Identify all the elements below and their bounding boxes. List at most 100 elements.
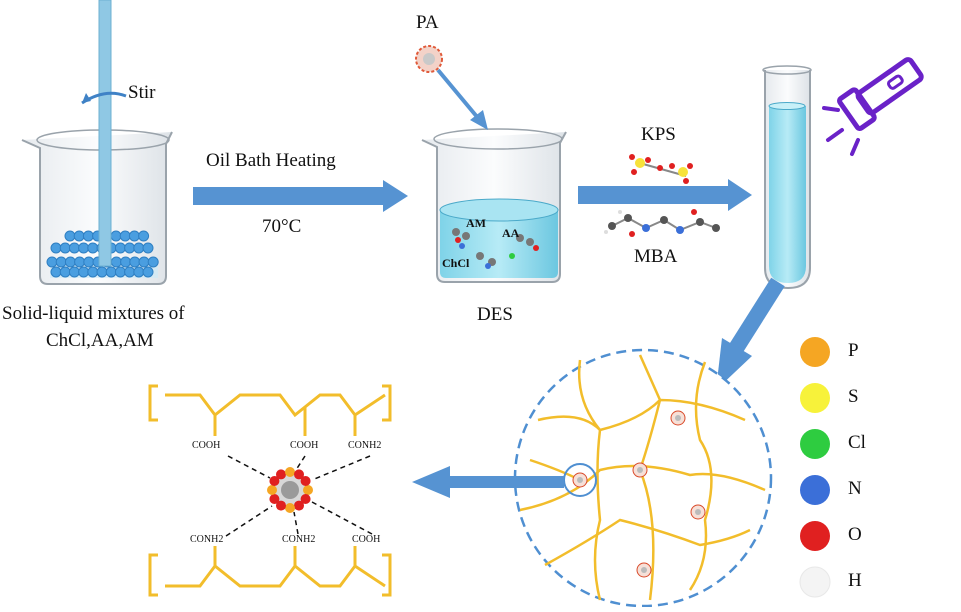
detail-arrow — [412, 466, 564, 498]
legend-marker-p — [800, 337, 830, 367]
particle — [74, 256, 86, 268]
particle — [87, 242, 99, 254]
legend-label-o: O — [848, 524, 862, 545]
particle — [133, 266, 145, 278]
heating-arrow — [193, 180, 408, 212]
beaker-am-label: AM — [466, 216, 486, 230]
pa-molecule-core — [577, 477, 583, 483]
particle — [87, 266, 99, 278]
pa-atom — [303, 485, 313, 495]
network-pa-molecules — [572, 410, 706, 578]
particle — [59, 266, 71, 278]
particle — [83, 256, 95, 268]
mixture-label-line1: Solid-liquid mixtures of — [2, 303, 185, 324]
network-arrow — [716, 277, 785, 390]
legend-label-p: P — [848, 340, 859, 361]
hydrogen-bonds — [225, 455, 373, 537]
legend-label-cl: Cl — [848, 432, 866, 453]
legend-label-s: S — [848, 386, 859, 407]
stir-arrow-head — [82, 93, 91, 103]
particle — [59, 242, 71, 254]
particle — [128, 230, 140, 242]
pa-atom — [269, 476, 280, 486]
particle — [114, 266, 126, 278]
pa-arrow — [436, 68, 488, 130]
bottom-group-3: COOH — [352, 534, 381, 545]
pa-atom — [300, 494, 311, 504]
legend-marker-cl — [800, 429, 830, 459]
particle — [119, 230, 131, 242]
pa-molecule-core — [695, 509, 701, 515]
particle — [114, 242, 126, 254]
particle — [147, 256, 159, 268]
legend-marker-h — [799, 566, 831, 598]
particle — [78, 242, 90, 254]
particle — [64, 256, 76, 268]
pa-label: PA — [416, 12, 439, 33]
pa-atom — [267, 485, 277, 495]
des-label: DES — [477, 304, 513, 325]
polymerize-arrow — [578, 179, 752, 211]
particle — [142, 266, 154, 278]
flashlight-icon — [837, 57, 924, 131]
beaker-aa-label: AA — [502, 226, 520, 240]
heating-label: Oil Bath Heating — [206, 150, 336, 171]
particle — [110, 256, 122, 268]
particle — [124, 266, 136, 278]
pa-atom — [285, 467, 295, 477]
pa-center-atoms — [267, 467, 313, 513]
legend-marker-o — [800, 521, 830, 551]
legend-label-n: N — [848, 478, 862, 499]
pa-atom — [294, 500, 304, 511]
top-group-1: COOH — [192, 440, 221, 451]
pa-atom — [276, 469, 286, 480]
pa-atom — [300, 476, 311, 486]
top-group-3: CONH2 — [348, 440, 382, 451]
particle — [142, 242, 154, 254]
pa-atom — [294, 469, 304, 480]
beaker-chcl-label: ChCl — [442, 256, 470, 270]
element-legend-markers — [799, 337, 831, 598]
pa-atom — [269, 494, 280, 504]
mixture-label-line2: ChCl,AA,AM — [46, 330, 154, 351]
particle — [105, 266, 117, 278]
pa-molecule-core — [675, 415, 681, 421]
particle — [64, 230, 76, 242]
pa-atom — [276, 500, 286, 511]
particle — [124, 242, 136, 254]
particle — [96, 266, 108, 278]
particle — [138, 230, 150, 242]
particle — [133, 242, 145, 254]
kps-label: KPS — [641, 124, 676, 145]
stir-rod — [98, 0, 112, 267]
mba-label: MBA — [634, 246, 678, 267]
particle — [129, 256, 141, 268]
pa-center-molecule — [270, 470, 310, 510]
particle — [110, 230, 122, 242]
top-group-2: COOH — [290, 440, 319, 451]
stir-label: Stir — [128, 82, 156, 103]
pa-molecule — [415, 45, 443, 73]
test-tube — [762, 65, 812, 290]
pa-atom — [285, 503, 295, 513]
polymer-detail — [148, 384, 392, 597]
beaker-des — [421, 128, 567, 283]
bottom-group-2: CONH2 — [282, 534, 316, 545]
particle — [73, 230, 85, 242]
particle — [120, 256, 132, 268]
legend-label-h: H — [848, 570, 862, 591]
temperature-label: 70°C — [262, 216, 302, 237]
particle — [78, 266, 90, 278]
particle — [138, 256, 150, 268]
light-rays — [822, 106, 860, 156]
particle — [50, 266, 62, 278]
particle — [68, 266, 80, 278]
mixture-particles — [46, 230, 159, 278]
pa-molecule-core — [641, 567, 647, 573]
particle — [68, 242, 80, 254]
legend-marker-s — [800, 383, 830, 413]
particle — [46, 256, 58, 268]
legend-marker-n — [800, 475, 830, 505]
